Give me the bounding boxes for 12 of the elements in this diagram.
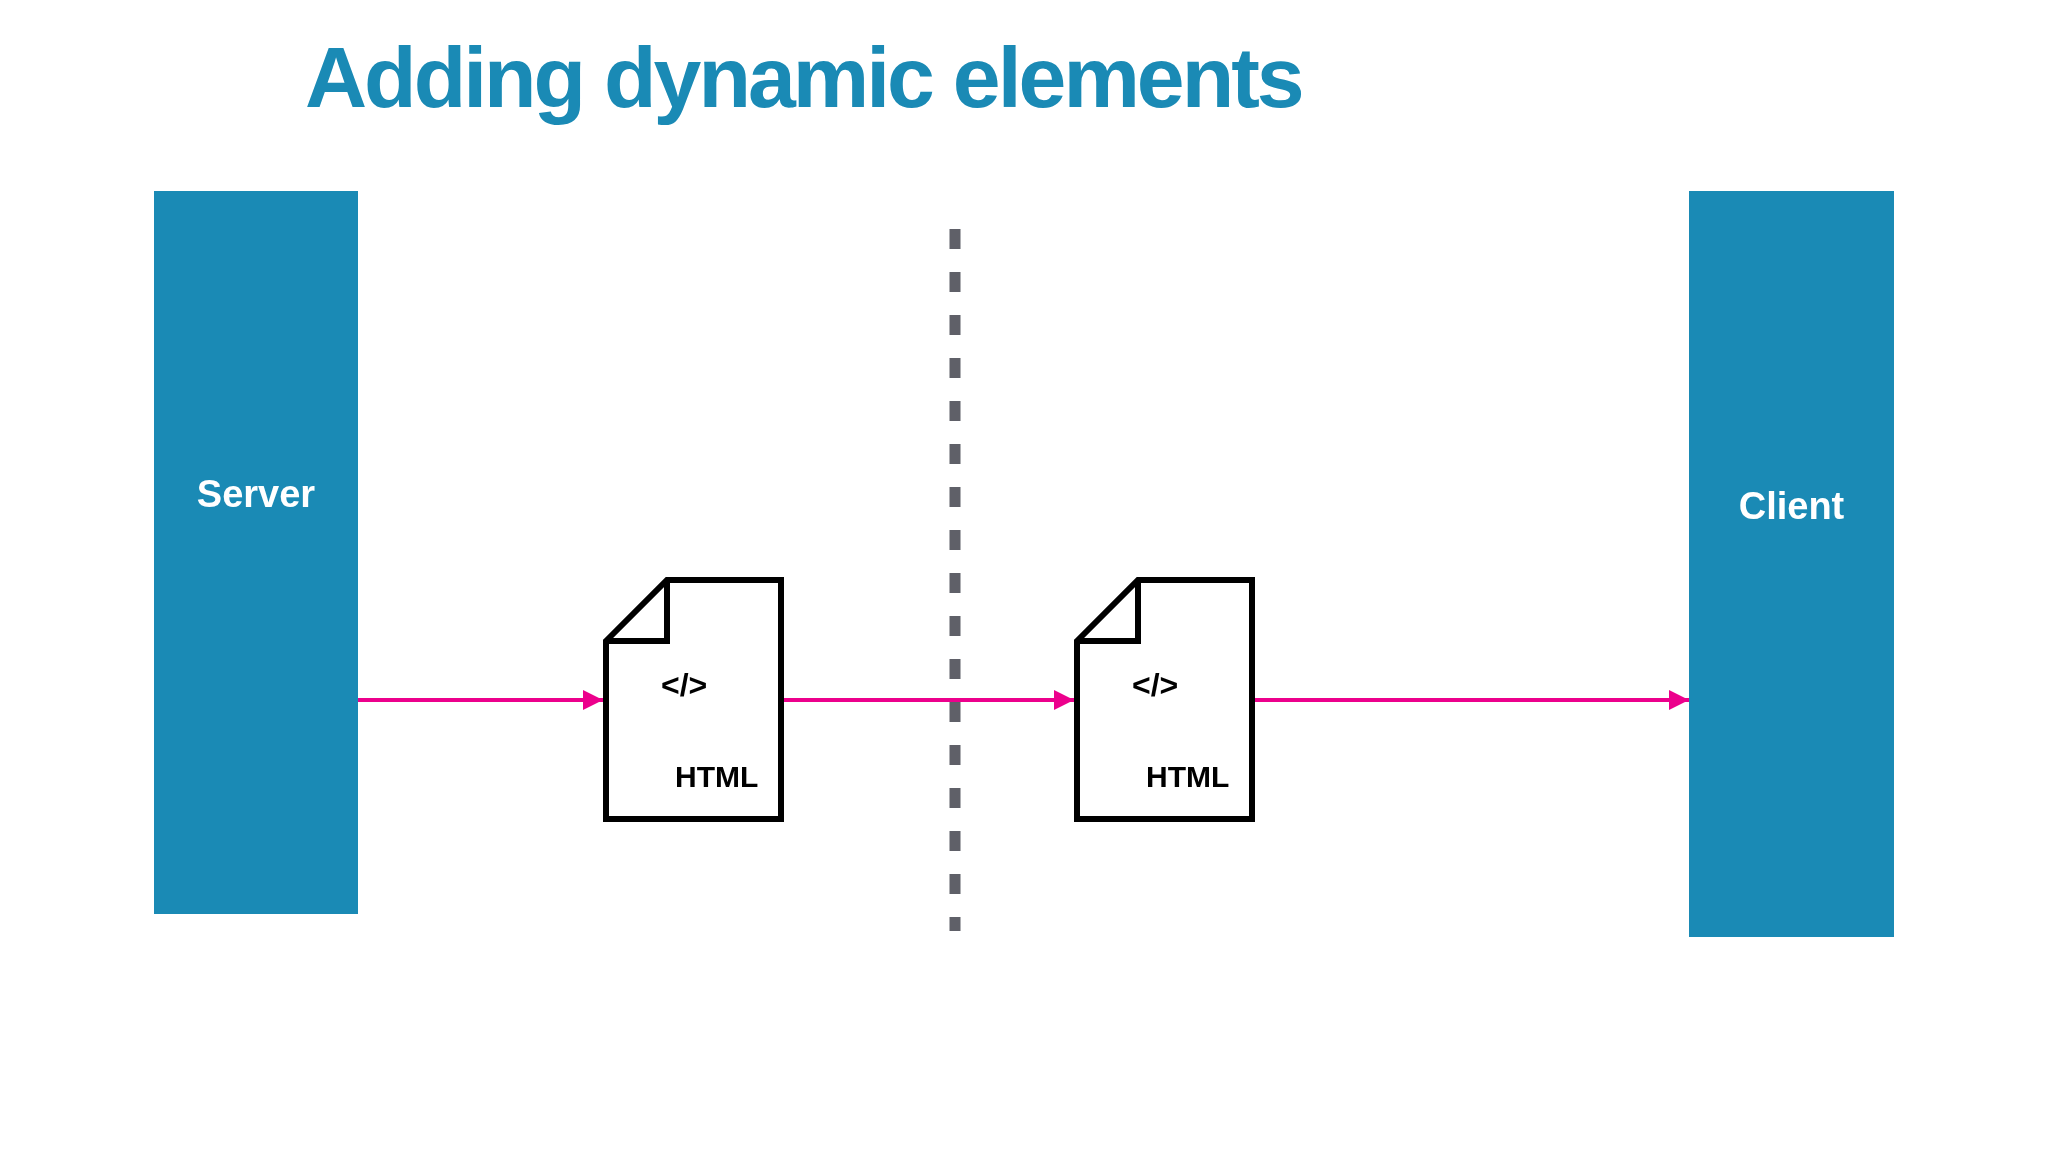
box-label: Server	[196, 473, 316, 516]
box-label: Client	[1738, 484, 1845, 528]
arrow	[1255, 690, 1689, 710]
column-box	[154, 191, 358, 914]
title: Adding dynamic elements	[305, 28, 1302, 127]
arrow	[358, 690, 603, 710]
column-box	[1689, 191, 1894, 937]
file-type-label: HTML	[1146, 760, 1230, 794]
code-symbol: </>	[1132, 667, 1179, 704]
file-type-label: HTML	[675, 760, 759, 794]
code-symbol: </>	[661, 667, 708, 704]
arrow	[784, 690, 1074, 710]
